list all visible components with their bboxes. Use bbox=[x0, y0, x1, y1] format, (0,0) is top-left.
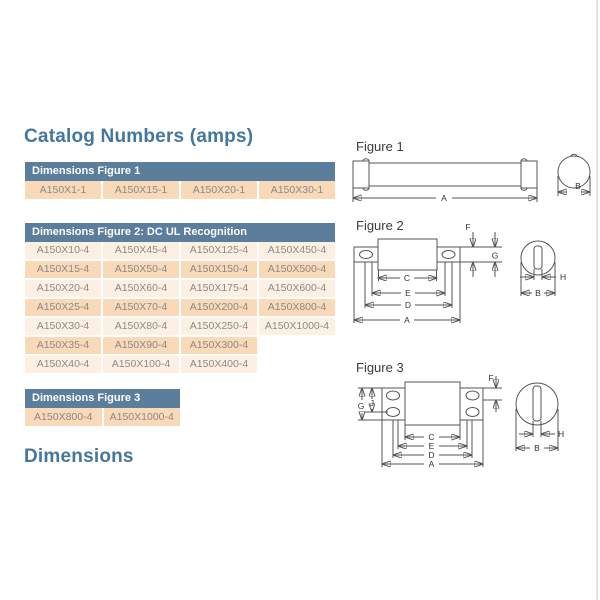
fuse-end-view: H B bbox=[520, 240, 566, 298]
dim-label-J: J bbox=[370, 398, 374, 408]
dim-label-B: B bbox=[534, 443, 540, 453]
empty-cell bbox=[259, 356, 335, 375]
catalog-number-cell: A150X600-4 bbox=[259, 280, 335, 299]
catalog-number-cell: A150X250-4 bbox=[181, 318, 259, 337]
dimension-lines: F G C E D A bbox=[353, 222, 502, 325]
catalog-number-cell: A150X150-4 bbox=[181, 261, 259, 280]
catalog-number-cell: A150X300-4 bbox=[181, 337, 259, 356]
figure1-title: Figure 1 bbox=[356, 139, 404, 154]
catalog-number-cell: A150X200-4 bbox=[181, 299, 259, 318]
fuse-side-view bbox=[381, 381, 484, 426]
table-row: A150X800-4 A150X1000-4 bbox=[25, 408, 180, 428]
table-row: A150X30-4 A150X80-4 A150X250-4 A150X1000… bbox=[25, 318, 335, 337]
catalog-number-cell: A150X1-1 bbox=[25, 181, 103, 201]
dim-label-H: H bbox=[560, 272, 566, 282]
catalog-number-cell: A150X800-4 bbox=[25, 408, 104, 428]
catalog-number-cell: A150X500-4 bbox=[259, 261, 335, 280]
table-row: A150X25-4 A150X70-4 A150X200-4 A150X800-… bbox=[25, 299, 335, 318]
fuse-side-view bbox=[352, 158, 538, 191]
dim-label-A: A bbox=[441, 193, 447, 203]
catalog-numbers-heading: Catalog Numbers (amps) bbox=[24, 126, 254, 147]
catalog-number-cell: A150X15-4 bbox=[25, 261, 103, 280]
table-row: A150X10-4 A150X45-4 A150X125-4 A150X450-… bbox=[25, 242, 335, 261]
catalog-number-cell: A150X25-4 bbox=[25, 299, 103, 318]
catalog-number-cell: A150X1000-4 bbox=[259, 318, 335, 337]
table-row: A150X1-1 A150X15-1 A150X20-1 A150X30-1 bbox=[25, 181, 335, 201]
fuse-side-view bbox=[353, 238, 461, 271]
catalog-number-cell: A150X70-4 bbox=[103, 299, 181, 318]
catalog-number-cell: A150X450-4 bbox=[259, 242, 335, 261]
fuse-end-view: H B bbox=[515, 382, 564, 453]
catalog-number-cell: A150X45-4 bbox=[103, 242, 181, 261]
dim-label-B: B bbox=[575, 181, 581, 191]
dim-label-D: D bbox=[405, 300, 411, 310]
dim-label-C: C bbox=[428, 432, 434, 442]
catalog-number-cell: A150X20-4 bbox=[25, 280, 103, 299]
catalog-number-cell: A150X80-4 bbox=[103, 318, 181, 337]
table-row: A150X20-4 A150X60-4 A150X175-4 A150X600-… bbox=[25, 280, 335, 299]
dim-label-F: F bbox=[465, 222, 470, 232]
dim-label-B: B bbox=[535, 288, 541, 298]
figure1-drawing: A B bbox=[352, 153, 591, 203]
catalog-number-cell: A150X1000-4 bbox=[103, 408, 180, 428]
catalog-number-cell: A150X15-1 bbox=[103, 181, 181, 201]
fuse-end-view: B bbox=[557, 153, 591, 196]
table-row: A150X40-4 A150X100-4 A150X400-4 bbox=[25, 356, 335, 375]
dim-label-H: H bbox=[558, 429, 564, 439]
catalog-number-cell: A150X100-4 bbox=[103, 356, 181, 375]
dim-label-E: E bbox=[429, 441, 435, 451]
table-dimensions-figure3: Dimensions Figure 3 A150X800-4 A150X1000… bbox=[25, 389, 180, 428]
dimension-lines: F G J C E D bbox=[358, 375, 502, 469]
catalog-number-cell: A150X50-4 bbox=[103, 261, 181, 280]
dim-label-A: A bbox=[429, 459, 435, 469]
catalog-number-cell: A150X30-1 bbox=[259, 181, 335, 201]
figure3-title: Figure 3 bbox=[356, 360, 404, 375]
figure2-title: Figure 2 bbox=[356, 218, 404, 233]
table-row: A150X35-4 A150X90-4 A150X300-4 bbox=[25, 337, 335, 356]
dim-label-A: A bbox=[404, 315, 410, 325]
table-dimensions-figure1: Dimensions Figure 1 A150X1-1 A150X15-1 A… bbox=[25, 162, 335, 201]
dim-label-F: F bbox=[488, 375, 493, 383]
dim-label-G: G bbox=[492, 251, 499, 261]
catalog-number-cell: A150X10-4 bbox=[25, 242, 103, 261]
table-figure2-header: Dimensions Figure 2: DC UL Recognition bbox=[25, 223, 335, 242]
figure3-drawing: F G J C E D bbox=[358, 375, 564, 469]
table-row: A150X15-4 A150X50-4 A150X150-4 A150X500-… bbox=[25, 261, 335, 280]
figure2-drawing: F G C E D A bbox=[353, 222, 566, 325]
catalog-number-cell: A150X20-1 bbox=[181, 181, 259, 201]
dim-label-D: D bbox=[428, 450, 434, 460]
catalog-number-cell: A150X800-4 bbox=[259, 299, 335, 318]
catalog-number-cell: A150X60-4 bbox=[103, 280, 181, 299]
dim-label-E: E bbox=[405, 288, 411, 298]
dimension-lines: A bbox=[352, 188, 538, 203]
catalog-number-cell: A150X40-4 bbox=[25, 356, 103, 375]
catalog-number-cell: A150X175-4 bbox=[181, 280, 259, 299]
empty-cell bbox=[259, 337, 335, 356]
dim-label-C: C bbox=[404, 273, 410, 283]
catalog-number-cell: A150X90-4 bbox=[103, 337, 181, 356]
catalog-number-cell: A150X400-4 bbox=[181, 356, 259, 375]
table-figure3-header: Dimensions Figure 3 bbox=[25, 389, 180, 408]
catalog-number-cell: A150X125-4 bbox=[181, 242, 259, 261]
catalog-number-cell: A150X35-4 bbox=[25, 337, 103, 356]
page-edge-line bbox=[596, 0, 598, 600]
catalog-number-cell: A150X30-4 bbox=[25, 318, 103, 337]
table-figure1-header: Dimensions Figure 1 bbox=[25, 162, 335, 181]
table-dimensions-figure2: Dimensions Figure 2: DC UL Recognition A… bbox=[25, 223, 335, 375]
dim-label-G: G bbox=[358, 401, 365, 411]
dimensions-heading: Dimensions bbox=[24, 446, 134, 467]
